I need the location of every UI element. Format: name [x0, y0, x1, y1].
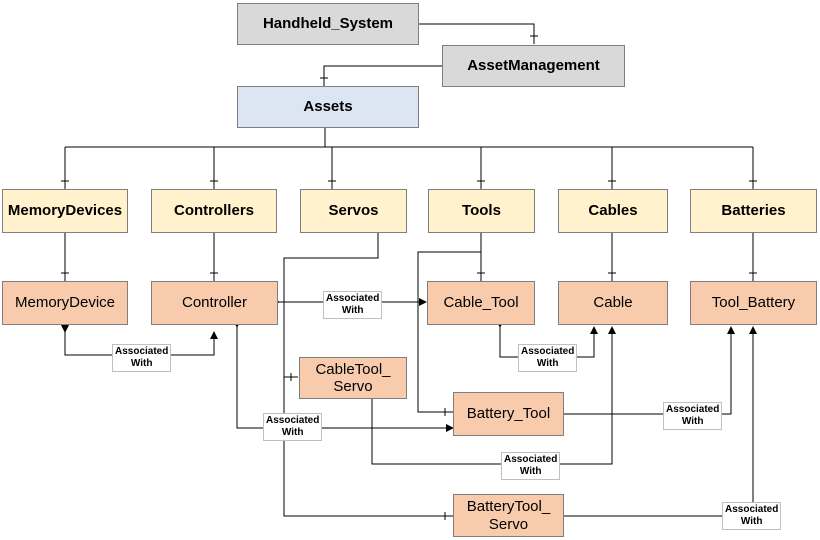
node-cabletool-servo[interactable]: CableTool_ Servo: [299, 357, 407, 399]
assoc-label-line1: Associated: [326, 293, 380, 304]
node-controllers[interactable]: Controllers: [151, 189, 277, 233]
connector-system-assetmgmt: [418, 23, 535, 44]
connector-servos-trunk: [283, 233, 453, 517]
node-batterytool-servo-line2: Servo: [488, 515, 529, 533]
node-cabletool-servo-line1: CableTool_: [315, 360, 391, 378]
node-batterytool-servo-line1: BatteryTool_: [466, 498, 551, 516]
node-tools[interactable]: Tools: [428, 189, 535, 233]
node-battery-tool[interactable]: Battery_Tool: [453, 392, 564, 436]
assoc-label-line1: Associated: [266, 415, 320, 426]
assoc-label-line2: With: [130, 358, 153, 369]
assoc-label-line1: Associated: [521, 346, 575, 357]
node-assets[interactable]: Assets: [237, 86, 419, 128]
assoc-label-controller-cabletool: Associated With: [323, 291, 383, 319]
assoc-label-line2: With: [681, 416, 704, 427]
connector-tools-batterytool: [417, 251, 481, 413]
node-controller[interactable]: Controller: [151, 281, 278, 325]
node-cables[interactable]: Cables: [558, 189, 668, 233]
assoc-controller-batterytool: [233, 320, 454, 432]
assoc-label-controller-batterytool: Associated With: [263, 413, 323, 441]
assoc-label-line2: With: [281, 427, 304, 438]
assoc-label-cabletool-cable: Associated With: [518, 344, 578, 372]
assoc-label-memorydevice-controller: Associated With: [112, 344, 172, 372]
assoc-label-line2: With: [740, 516, 763, 527]
assoc-label-line1: Associated: [115, 346, 169, 357]
node-asset-management[interactable]: AssetManagement: [442, 45, 625, 87]
assoc-label-cabletoolservo-cable: Associated With: [501, 452, 561, 480]
assoc-label-line1: Associated: [725, 504, 779, 515]
assoc-label-batterytool-toolbattery: Associated With: [663, 402, 723, 430]
assoc-batterytoolservo-toolbattery: [557, 326, 757, 520]
assoc-label-line2: With: [341, 305, 364, 316]
node-cable-tool[interactable]: Cable_Tool: [427, 281, 535, 325]
node-memory-devices[interactable]: MemoryDevices: [2, 189, 128, 233]
node-cabletool-servo-line2: Servo: [333, 378, 373, 395]
assoc-label-line1: Associated: [666, 404, 720, 415]
connector-assetmgmt-assets: [323, 65, 442, 86]
assoc-label-batterytoolservo-toolbattery: Associated With: [722, 502, 782, 530]
assoc-label-line2: With: [536, 358, 559, 369]
node-servos[interactable]: Servos: [300, 189, 407, 233]
node-memory-device[interactable]: MemoryDevice: [2, 281, 128, 325]
assoc-label-line1: Associated: [504, 454, 558, 465]
assoc-batterytool-toolbattery: [557, 326, 735, 418]
node-handheld-system[interactable]: Handheld_System: [237, 3, 419, 45]
node-cable[interactable]: Cable: [558, 281, 668, 325]
node-batterytool-servo[interactable]: BatteryTool_ Servo: [453, 494, 564, 537]
assoc-label-line2: With: [519, 466, 542, 477]
node-tool-battery[interactable]: Tool_Battery: [690, 281, 817, 325]
node-batteries[interactable]: Batteries: [690, 189, 817, 233]
